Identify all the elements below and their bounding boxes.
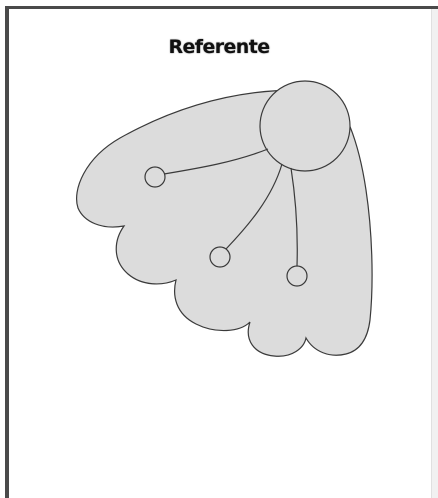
node-circle-middle	[210, 247, 230, 267]
node-circle-left	[145, 167, 165, 187]
node-circle-right	[287, 266, 307, 286]
hinge-circle	[260, 81, 350, 171]
